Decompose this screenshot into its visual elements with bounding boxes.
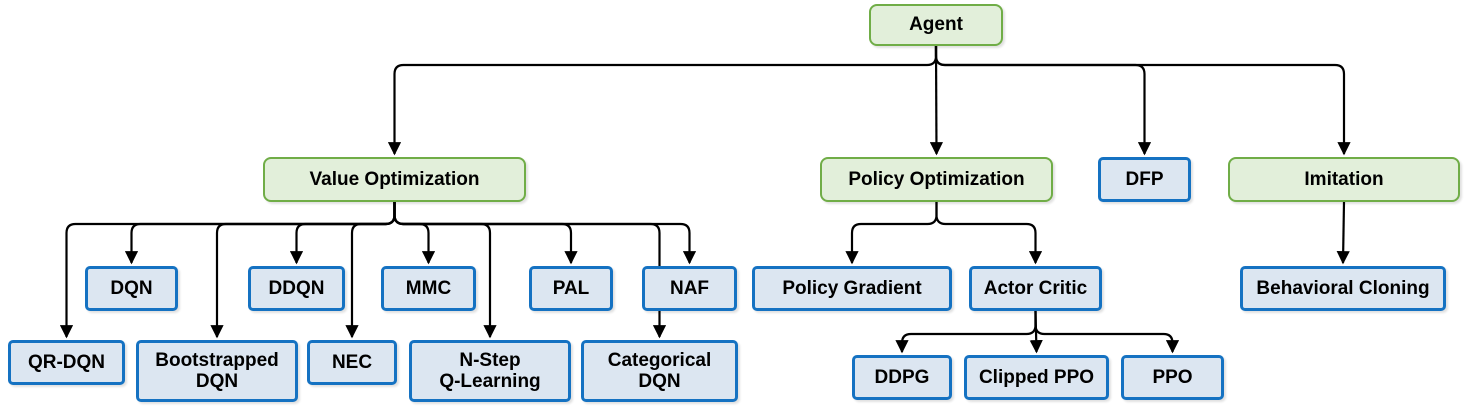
connector: [935, 202, 1043, 265]
node-nec[interactable]: NEC: [307, 340, 397, 385]
connector: [934, 46, 1152, 156]
connector: [393, 202, 578, 265]
node-dfp[interactable]: DFP: [1098, 157, 1191, 202]
connector: [1034, 311, 1180, 354]
node-label-mmc: MMC: [405, 277, 452, 299]
node-value_optimization[interactable]: Value Optimization: [263, 157, 526, 202]
connector: [393, 202, 697, 265]
node-label-dqn: DQN: [110, 277, 153, 299]
node-label-n_step_q_learning: N-Step Q-Learning: [439, 349, 541, 392]
node-label-ppo: PPO: [1152, 366, 1193, 388]
node-clipped_ppo[interactable]: Clipped PPO: [964, 355, 1109, 400]
node-pal[interactable]: PAL: [529, 266, 613, 311]
node-label-bootstrapped_dqn: Bootstrapped DQN: [155, 349, 279, 392]
node-label-value_optimization: Value Optimization: [309, 168, 480, 190]
connector: [387, 46, 938, 156]
node-label-dfp: DFP: [1125, 168, 1164, 190]
node-mmc[interactable]: MMC: [381, 266, 476, 311]
node-label-behavioral_cloning: Behavioral Cloning: [1256, 277, 1430, 299]
node-agent[interactable]: Agent: [869, 4, 1003, 46]
node-label-pal: PAL: [552, 277, 590, 299]
node-label-clipped_ppo: Clipped PPO: [978, 366, 1095, 388]
node-ddpg[interactable]: DDPG: [852, 355, 952, 400]
connector: [929, 45, 944, 156]
node-imitation[interactable]: Imitation: [1228, 157, 1460, 202]
node-label-naf: NAF: [669, 277, 710, 299]
node-label-ddpg: DDPG: [874, 366, 930, 388]
node-policy_gradient[interactable]: Policy Gradient: [752, 266, 952, 311]
connector: [1336, 201, 1350, 265]
node-policy_optimization[interactable]: Policy Optimization: [820, 157, 1053, 202]
node-label-nec: NEC: [331, 351, 373, 373]
connector: [393, 202, 436, 265]
node-label-actor_critic: Actor Critic: [983, 277, 1088, 299]
node-label-imitation: Imitation: [1304, 168, 1384, 190]
node-n_step_q_learning[interactable]: N-Step Q-Learning: [409, 340, 571, 402]
node-label-ddqn: DDQN: [268, 277, 325, 299]
node-label-categorical_dqn: Categorical DQN: [607, 349, 712, 392]
node-label-qr_dqn: QR-DQN: [27, 351, 106, 373]
node-label-agent: Agent: [909, 14, 963, 36]
connector: [289, 202, 396, 265]
node-actor_critic[interactable]: Actor Critic: [969, 266, 1102, 311]
connector: [1029, 310, 1043, 354]
connector: [845, 202, 938, 265]
node-bootstrapped_dqn[interactable]: Bootstrapped DQN: [136, 340, 298, 402]
node-label-policy_gradient: Policy Gradient: [782, 277, 922, 299]
node-qr_dqn[interactable]: QR-DQN: [8, 340, 125, 385]
node-label-policy_optimization: Policy Optimization: [848, 168, 1025, 190]
node-dqn[interactable]: DQN: [85, 266, 178, 311]
node-behavioral_cloning[interactable]: Behavioral Cloning: [1240, 266, 1446, 311]
connector: [895, 311, 1037, 354]
node-ppo[interactable]: PPO: [1121, 355, 1224, 400]
node-categorical_dqn[interactable]: Categorical DQN: [581, 340, 738, 402]
connector: [124, 202, 396, 265]
node-ddqn[interactable]: DDQN: [248, 266, 345, 311]
node-naf[interactable]: NAF: [642, 266, 737, 311]
connector: [934, 46, 1351, 156]
